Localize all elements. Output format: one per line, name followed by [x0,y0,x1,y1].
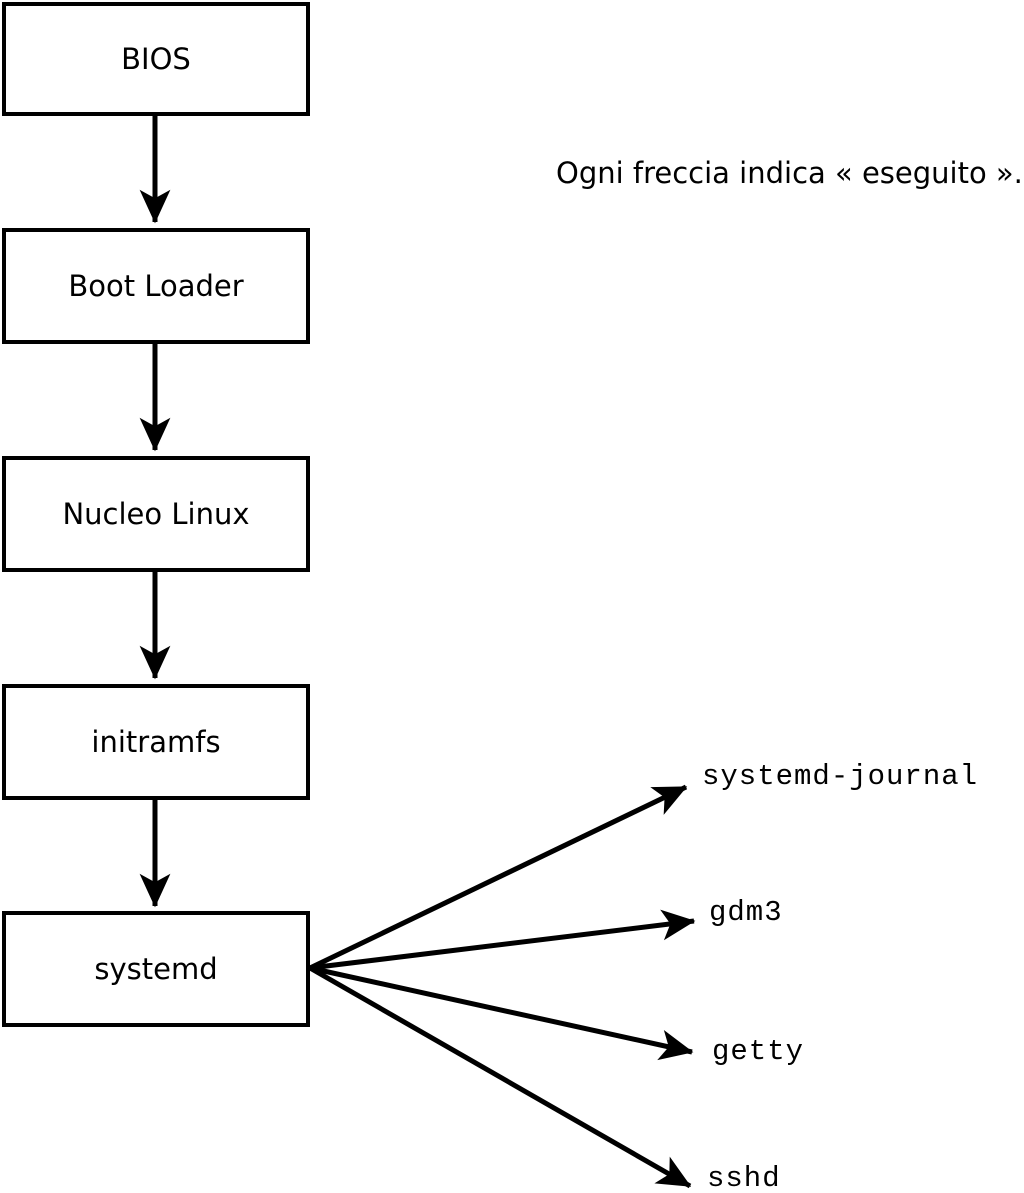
service-label-sshd: sshd [707,1162,781,1193]
node-bios: BIOS [2,2,310,116]
service-label-gdm3: gdm3 [709,896,783,929]
service-label-getty: getty [712,1035,805,1068]
diagram-caption: Ogni freccia indica « eseguito ». [556,156,1023,190]
node-initramfs-label: initramfs [91,724,221,759]
arrow-systemd-to-journal [308,784,688,971]
node-systemd: systemd [2,911,310,1027]
node-boot-loader-label: Boot Loader [68,268,244,303]
node-boot-loader: Boot Loader [2,228,310,344]
node-linux-kernel-label: Nucleo Linux [62,496,250,531]
node-initramfs: initramfs [2,684,310,800]
arrow-systemd-to-getty [309,965,694,1061]
arrow-systemd-to-gdm3 [309,909,696,971]
service-label-systemd-journal: systemd-journal [702,760,979,793]
node-systemd-label: systemd [94,951,218,986]
node-bios-label: BIOS [121,41,191,76]
node-linux-kernel: Nucleo Linux [2,456,310,572]
arrow-systemd-to-sshd [308,965,692,1189]
